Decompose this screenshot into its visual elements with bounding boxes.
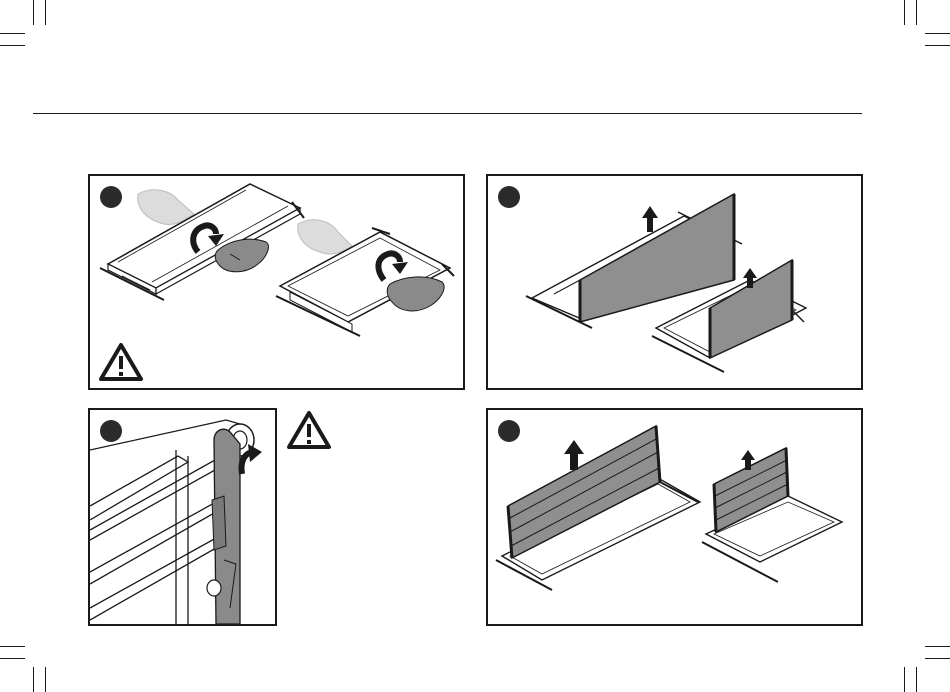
step-badge — [100, 186, 122, 208]
crop-mark-tl-h — [0, 33, 25, 34]
up-arrow-icon — [564, 440, 584, 470]
crop-mark-br-h2 — [925, 658, 950, 659]
strap-detail-illustration — [90, 410, 275, 624]
crop-mark-bl-h2 — [0, 658, 25, 659]
warning-icon — [286, 410, 332, 450]
crop-mark-bl-h — [0, 646, 25, 647]
panel-strap-detail — [88, 408, 277, 626]
raise-seats-illustration — [488, 410, 861, 624]
crop-mark-tr-v — [904, 0, 905, 25]
crop-mark-tl-h2 — [0, 45, 25, 46]
crop-mark-br-h — [925, 646, 950, 647]
crop-mark-tr-h2 — [925, 45, 950, 46]
crop-mark-tl-v2 — [45, 0, 46, 25]
ghost-hand-icon — [298, 220, 352, 254]
crop-mark-tr-v2 — [916, 0, 917, 25]
header-rule — [33, 113, 862, 114]
warning-icon — [98, 342, 144, 382]
crop-mark-br-v — [904, 667, 905, 692]
step-badge — [498, 420, 520, 442]
crop-mark-bl-v2 — [45, 667, 46, 692]
panel-fold-frames — [88, 174, 465, 390]
crop-mark-tr-h — [925, 33, 950, 34]
raise-backrests-illustration — [488, 176, 861, 388]
step-badge — [100, 420, 122, 442]
panel-raise-seats — [486, 408, 863, 626]
fold-frames-illustration — [90, 176, 463, 388]
crop-mark-br-v2 — [916, 667, 917, 692]
up-arrow-icon — [642, 206, 658, 232]
panel-raise-backrests — [486, 174, 863, 390]
crop-mark-bl-v — [33, 667, 34, 692]
crop-mark-tl-v — [33, 0, 34, 25]
ghost-hand-icon — [138, 190, 194, 225]
step-badge — [498, 186, 520, 208]
hand-icon — [387, 277, 444, 311]
